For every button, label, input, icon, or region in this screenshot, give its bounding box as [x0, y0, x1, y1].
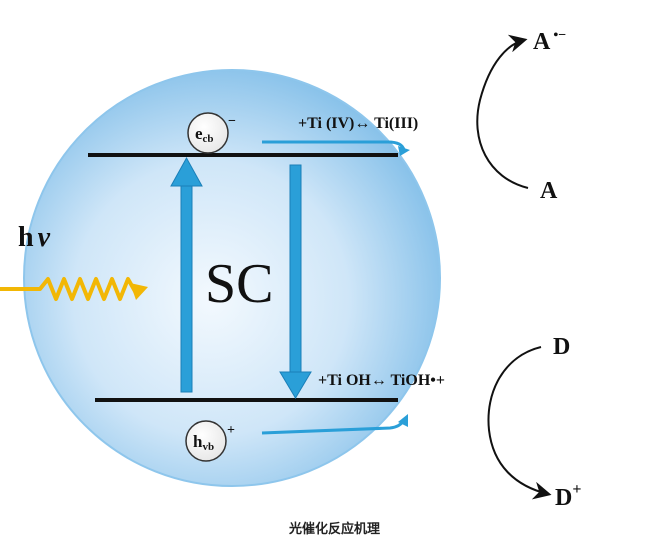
vb-transfer-arrow	[261, 414, 408, 435]
acceptor-curve	[476, 34, 529, 189]
donor-curve	[487, 346, 552, 500]
vb-reaction-text: +Ti OH↔ TiOH•+	[318, 372, 445, 389]
acceptor-reduced: A•−	[533, 28, 566, 55]
cb-reaction-text: +Ti (IV)↔ Ti(III)	[298, 115, 418, 132]
svg-text:ecb: ecb	[195, 124, 214, 145]
svg-text:−: −	[228, 114, 236, 129]
svg-text:+: +	[227, 423, 235, 438]
semiconductor-sphere	[23, 69, 441, 487]
hole-badge: hvb +	[185, 420, 235, 462]
light-wave-head	[130, 283, 148, 300]
acceptor-label: A	[540, 178, 558, 204]
cb-transfer-arrow	[262, 140, 410, 156]
excitation-arrow	[170, 156, 203, 393]
donor-oxidized: D+	[555, 481, 581, 510]
donor-label: D	[553, 334, 570, 360]
center-label: SC	[205, 253, 274, 315]
recombination-arrow	[279, 164, 312, 399]
svg-text:hvb: hvb	[193, 432, 214, 453]
electron-badge: ecb −	[187, 112, 236, 154]
figure-caption: 光催化反应机理	[288, 522, 380, 537]
light-wave	[0, 277, 138, 301]
